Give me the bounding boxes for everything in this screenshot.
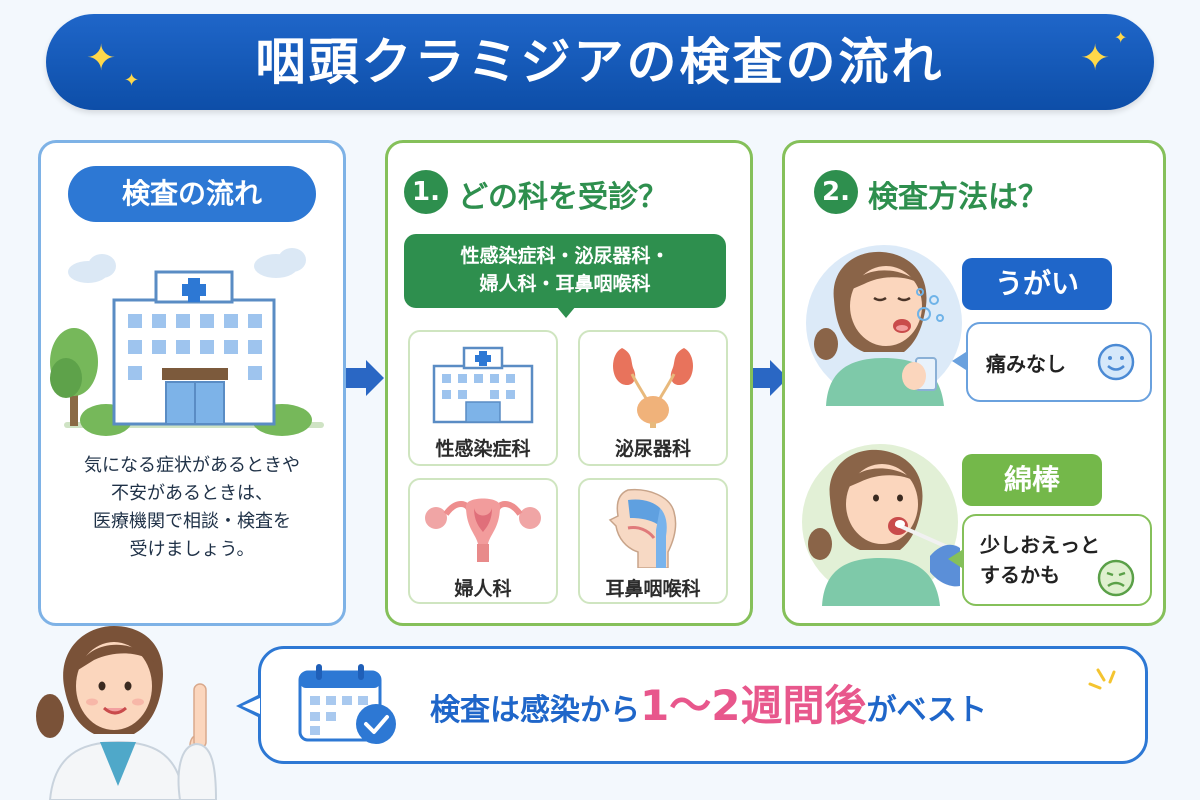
timing-highlight: 1〜2週間後 [640,681,867,730]
hospital-icon [432,346,534,424]
timing-pointer-inner [242,698,260,714]
page-title: 咽頭クラミジアの検査の流れ [255,33,945,91]
department-title: どの科を受診？ [458,180,668,215]
swab-label: 綿棒 [962,454,1102,506]
tree-icon [50,328,98,426]
title-banner [46,14,1154,110]
calendar-check-icon [298,664,396,744]
arrow-right-icon [750,360,788,396]
flow-description: 気になる症状があるときや 不安があるときは、 医療機関で相談・検査を 受けましょ… [84,455,300,560]
card-gynecology-label: 婦人科 [454,578,512,600]
bubble-pointer [952,352,966,370]
gargle-woman-illustration [806,245,962,406]
sparkle-icon: ✦ [1114,28,1128,47]
sparkle-icon: ✦ [1080,38,1111,79]
card-urology-label: 泌尿器科 [614,438,691,460]
uterus-icon [425,498,541,562]
smile-face-icon [1097,343,1135,381]
throat-icon [608,488,677,568]
hospital-icon [112,270,276,426]
kidney-icon [613,348,693,428]
flow-heading: 検査の流れ [68,166,316,222]
sparkle-icon [1088,668,1116,690]
method-title: 検査方法は？ [868,180,1048,215]
timing-message: 検査は感染から1〜2週間後がベスト [430,676,987,736]
hospital-scene [50,248,324,436]
callout-pointer [556,306,576,318]
gargle-note: 痛みなし [986,352,1066,376]
uneasy-face-icon [1097,559,1135,597]
bubble-pointer [948,550,962,568]
cloud-icon [68,248,306,283]
step-number-1: 1. [404,170,448,214]
timing-text-after: がベスト [866,693,988,728]
card-urology [578,330,728,466]
gargle-label: うがい [962,258,1112,310]
timing-box [258,646,1148,764]
swab-note: 少しおえっと するかも [980,533,1100,587]
step-number-2: 2. [814,170,858,214]
arrow-right-icon [346,360,384,396]
card-std-label: 性感染症科 [435,438,531,460]
sparkle-icon: ✦ [124,70,140,91]
sparkle-icon: ✦ [86,38,117,79]
department-callout: 性感染症科・泌尿器科・ 婦人科・耳鼻咽喉科 [404,234,726,308]
swab-woman-illustration [802,444,960,606]
doctor-illustration [36,626,218,800]
card-ent-label: 耳鼻咽喉科 [605,578,701,600]
timing-text-before: 検査は感染から [430,693,640,728]
